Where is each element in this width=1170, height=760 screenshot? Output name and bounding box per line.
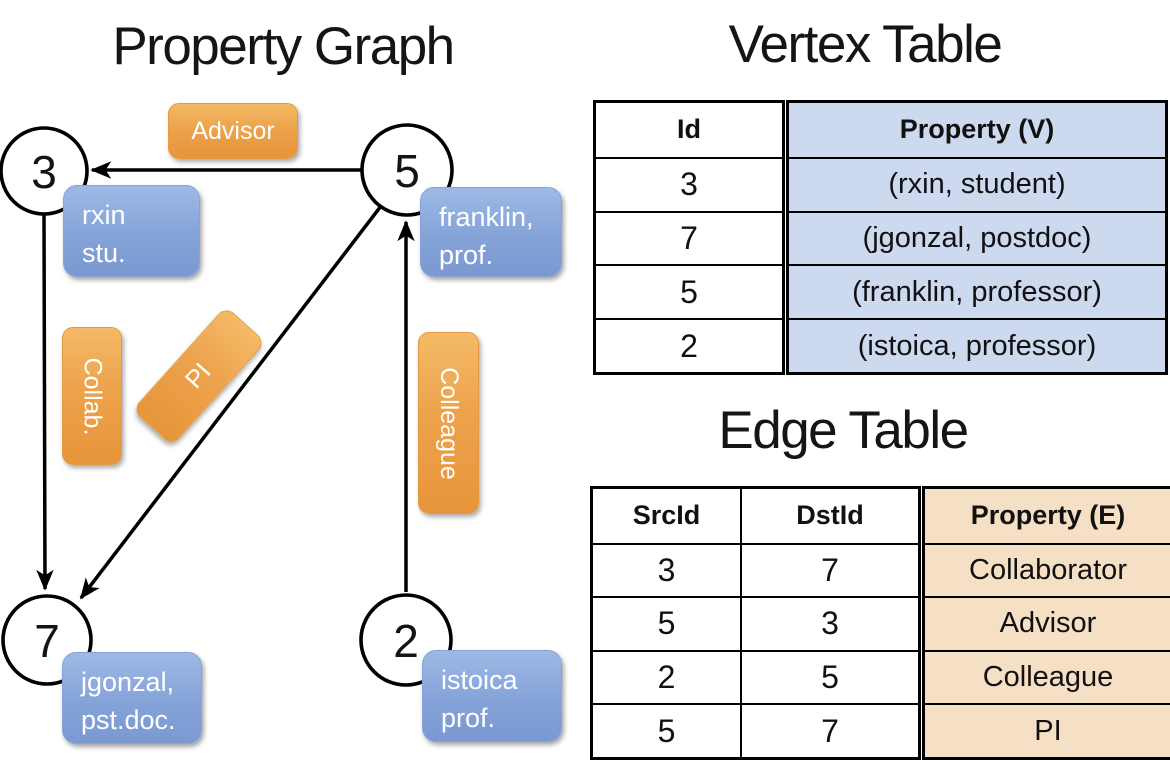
edge-table-property-cell: Colleague <box>925 649 1170 704</box>
edge-table-property-column: Property (E) Collaborator Advisor Collea… <box>922 486 1170 760</box>
edge-label-colleague-text: Colleague <box>435 366 463 480</box>
edge-collab-3-to-7 <box>36 213 54 591</box>
edge-label-collab-text: Collab. <box>78 357 107 435</box>
edge-table-src-header: SrcId <box>593 489 742 543</box>
vertex-table-id-cell: 5 <box>596 264 782 318</box>
vertex-table-title: Vertex Table <box>728 15 1003 74</box>
vertex-table-id-cell: 7 <box>596 210 782 265</box>
property-graph-title: Property Graph <box>112 17 455 76</box>
vertex-table-id-cell: 2 <box>596 318 782 372</box>
edge-label-colleague: Colleague <box>418 332 479 514</box>
edge-table-property-cell: Collaborator <box>925 542 1170 597</box>
vertex-table-property-column: Property (V) (rxin, student) (jgonzal, p… <box>786 100 1168 375</box>
edge-label-advisor: Advisor <box>168 103 298 159</box>
vertex-table-property-header: Property (V) <box>899 114 1055 145</box>
vertex-box-istoica-role: prof. <box>441 703 496 734</box>
vertex-table-property-cell: (istoica, professor) <box>789 318 1165 372</box>
edge-table-dst-cell: 7 <box>742 703 918 757</box>
vertex-box-rxin-name: rxin <box>82 200 126 230</box>
edge-table-src-cell: 5 <box>593 703 742 757</box>
vertex-box-jgonzal: jgonzal, pst.doc. <box>62 652 202 744</box>
vertex-box-franklin-role: prof. <box>439 240 494 271</box>
node-5-id: 5 <box>394 145 420 197</box>
edge-label-pi-text: PI <box>180 357 217 394</box>
edge-pi-5-to-7 <box>79 204 383 600</box>
vertex-table-id-column: Id 3 7 5 2 <box>593 100 785 375</box>
vertex-box-jgonzal-name: jgonzal, <box>81 667 175 697</box>
edge-label-advisor-text: Advisor <box>191 116 275 145</box>
vertex-table-id-header: Id <box>677 114 701 145</box>
vertex-box-istoica: istoica prof. <box>422 650 562 742</box>
edge-table-property-cell: Advisor <box>925 596 1170 650</box>
vertex-box-istoica-name: istoica <box>441 665 518 695</box>
vertex-box-rxin: rxin stu. <box>63 185 200 277</box>
node-7-id: 7 <box>34 615 60 667</box>
vertex-table-property-cell: (rxin, student) <box>789 156 1165 211</box>
edge-table-src-cell: 5 <box>593 596 742 650</box>
edge-table-dst-cell: 5 <box>742 649 918 704</box>
edge-table-dst-cell: 3 <box>742 596 918 650</box>
edge-table-dst-header: DstId <box>796 500 864 531</box>
vertex-box-franklin-name: franklin, <box>439 202 534 232</box>
node-2-id: 2 <box>393 615 419 667</box>
vertex-table-property-cell: (franklin, professor) <box>789 264 1165 318</box>
edge-table-title: Edge Table <box>718 401 969 460</box>
edge-table-property-header: Property (E) <box>970 500 1126 531</box>
vertex-box-jgonzal-role: pst.doc. <box>81 705 176 736</box>
vertex-box-rxin-role: stu. <box>82 238 126 269</box>
node-3-id: 3 <box>31 146 57 198</box>
edge-label-collab: Collab. <box>62 327 122 465</box>
vertex-table-property-cell: (jgonzal, postdoc) <box>789 210 1165 265</box>
vertex-box-franklin: franklin, prof. <box>420 187 562 277</box>
edge-table-dst-cell: 7 <box>742 542 918 597</box>
vertex-table-id-cell: 3 <box>596 156 782 211</box>
edge-table-id-columns: SrcId DstId 3 7 5 3 2 5 5 7 <box>590 486 921 760</box>
edge-table-src-cell: 2 <box>593 649 742 704</box>
edge-table-src-cell: 3 <box>593 542 742 597</box>
edge-table-property-cell: PI <box>925 703 1170 757</box>
